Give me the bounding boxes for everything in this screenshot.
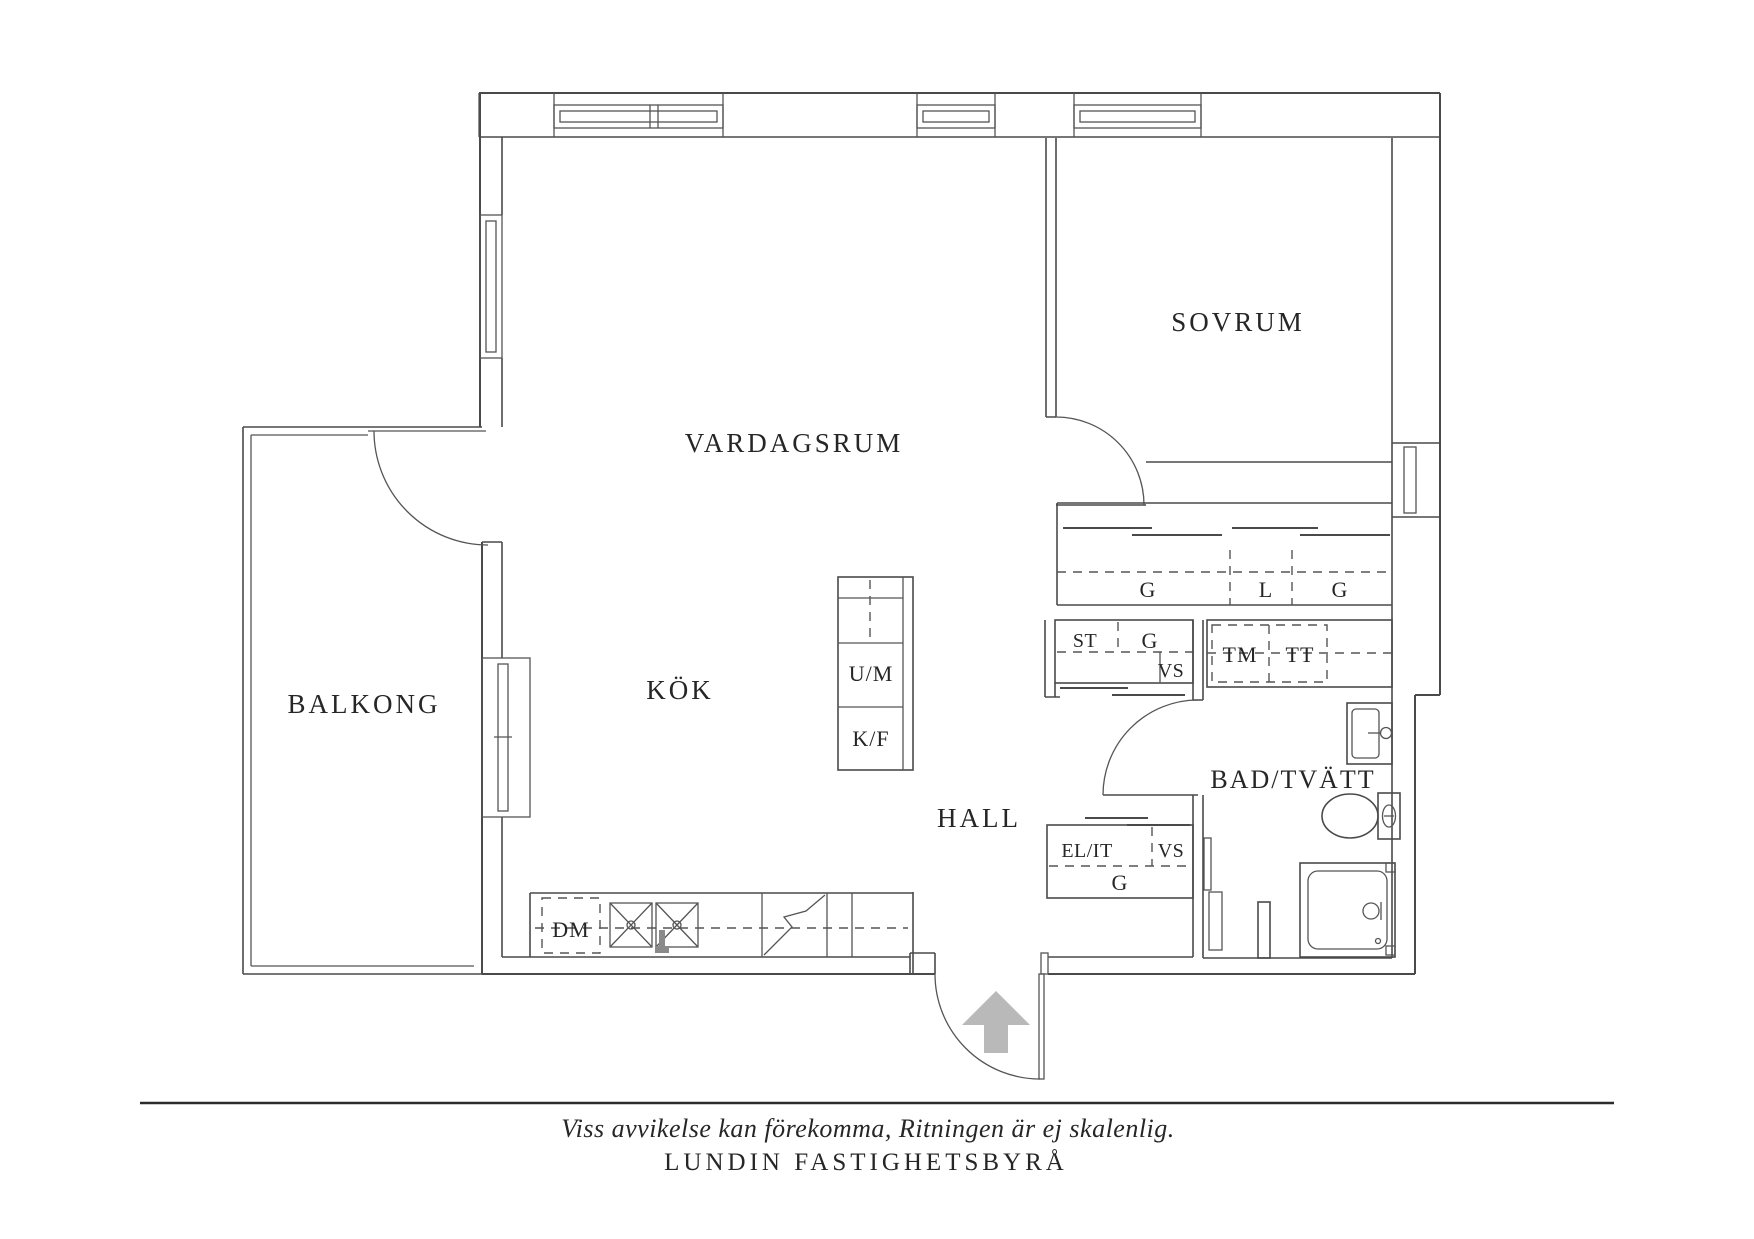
- label-st-g: G: [1142, 628, 1159, 653]
- entry-arrow: [962, 991, 1030, 1053]
- window-top-1: [553, 104, 724, 129]
- stove: [763, 894, 826, 956]
- label-bad-tvatt: BAD/TVÄTT: [1210, 765, 1375, 794]
- windows: [479, 104, 1440, 818]
- label-kok: KÖK: [646, 675, 714, 705]
- window-left: [479, 214, 503, 359]
- label-el-g: G: [1112, 870, 1129, 895]
- sovrum-door-swing: [1055, 416, 1145, 506]
- outer-walls: [478, 92, 1441, 975]
- footer-agency: LUNDIN FASTIGHETSBYRÅ: [664, 1149, 1068, 1176]
- entry-door-leaf: [1038, 973, 1045, 1080]
- bathroom-fixtures: [1203, 702, 1401, 959]
- label-wardrobe-l: L: [1259, 577, 1273, 602]
- window-kitchen: [481, 657, 531, 818]
- bath-door-swing: [1102, 699, 1199, 796]
- label-tm: TM: [1223, 642, 1258, 667]
- fixture-labels: U/M K/F DM G L G ST G VS TM TT EL/IT VS …: [552, 577, 1349, 942]
- sink: [1346, 702, 1393, 765]
- bath-wall-door: [1102, 620, 1204, 958]
- faucet: [659, 930, 665, 950]
- laundry-appliances: [1206, 619, 1393, 688]
- radiator: [1203, 837, 1212, 891]
- kitchen-tall-unit: [837, 576, 914, 771]
- elit-closet: [1046, 817, 1194, 899]
- balcony-door-swing: [373, 430, 489, 546]
- room-labels: VARDAGSRUM SOVRUM BALKONG KÖK HALL BAD/T…: [288, 307, 1375, 833]
- toilet: [1321, 792, 1401, 840]
- kitchen-sink: [609, 902, 699, 953]
- label-wardrobe-g1: G: [1140, 577, 1157, 602]
- label-kf: K/F: [852, 726, 889, 751]
- kitchen-counter: [529, 892, 914, 974]
- wall-niche: [1208, 891, 1223, 951]
- label-vardagsrum: VARDAGSRUM: [685, 428, 904, 458]
- sliding-doors: [1085, 817, 1190, 826]
- label-tt: TT: [1286, 642, 1315, 667]
- shower: [1299, 862, 1396, 958]
- balcony: [242, 426, 489, 975]
- sliding-doors: [1060, 687, 1185, 696]
- label-sovrum: SOVRUM: [1171, 307, 1305, 337]
- label-st: ST: [1073, 630, 1097, 652]
- hall-closet: [1044, 619, 1194, 698]
- label-balkong: BALKONG: [288, 689, 441, 719]
- window-top-2: [916, 104, 996, 129]
- label-st-vs: VS: [1158, 660, 1185, 682]
- window-sovrum: [1392, 442, 1440, 518]
- label-dm: DM: [552, 917, 589, 942]
- dishwasher: [541, 897, 601, 954]
- wall-stub: [1257, 901, 1271, 959]
- label-wardrobe-g2: G: [1332, 577, 1349, 602]
- sliding-doors: [1063, 527, 1390, 536]
- entry-door: [909, 952, 1049, 1080]
- entry-door-swing: [934, 973, 1041, 1080]
- label-um: U/M: [849, 661, 894, 686]
- label-el-it: EL/IT: [1061, 840, 1112, 862]
- label-el-vs: VS: [1158, 840, 1185, 862]
- footer: Viss avvikelse kan förekomma, Ritningen …: [140, 1101, 1614, 1176]
- partition-sovrum: [1045, 138, 1392, 506]
- window-top-3: [1073, 104, 1202, 129]
- wardrobe-row: [1056, 502, 1392, 606]
- label-hall: HALL: [937, 803, 1021, 833]
- footer-disclaimer: Viss avvikelse kan förekomma, Ritningen …: [561, 1114, 1175, 1143]
